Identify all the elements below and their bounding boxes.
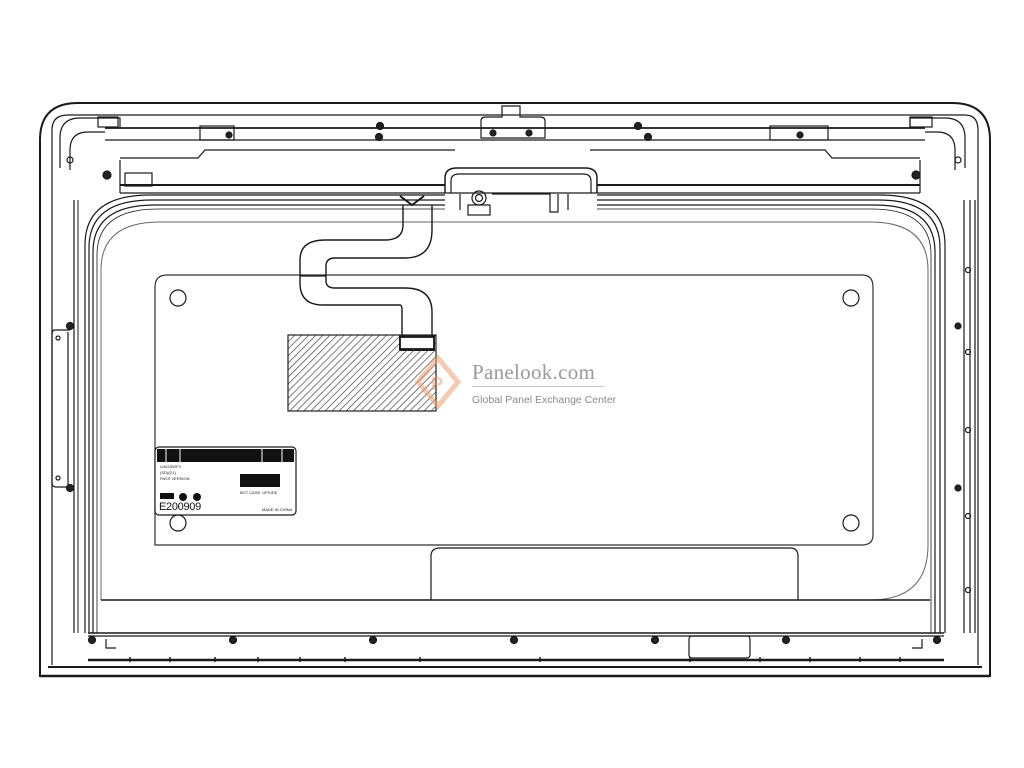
bottom-slot (688, 635, 751, 659)
label-line-3: PASS VERSION (160, 476, 190, 481)
label-line-1: LM215WF3 (160, 464, 181, 469)
label-code: E200909 (159, 501, 201, 513)
left-side-bracket (51, 329, 70, 488)
flex-cable (299, 205, 404, 337)
outer-outline (39, 102, 991, 677)
label-barcode-caption: BOT CASE: UPSIDE (240, 490, 278, 495)
top-center-bracket (480, 105, 546, 139)
label-made-in: MADE IN CHINA (262, 507, 293, 512)
mount-hole (842, 514, 860, 532)
mount-hole (842, 289, 860, 307)
label-line-2: (SD)(D1) (160, 470, 176, 475)
product-label (154, 446, 297, 516)
svg-text:P: P (431, 374, 443, 394)
watermark-subtitle: Global Panel Exchange Center (472, 394, 617, 406)
watermark-divider (472, 386, 604, 387)
mount-hole (169, 289, 187, 307)
panelook-logo-icon: P (414, 354, 462, 410)
mount-hole (169, 514, 187, 532)
bottom-tab (430, 547, 799, 600)
rear-plate (154, 274, 874, 546)
watermark-title: Panelook.com (472, 360, 596, 384)
